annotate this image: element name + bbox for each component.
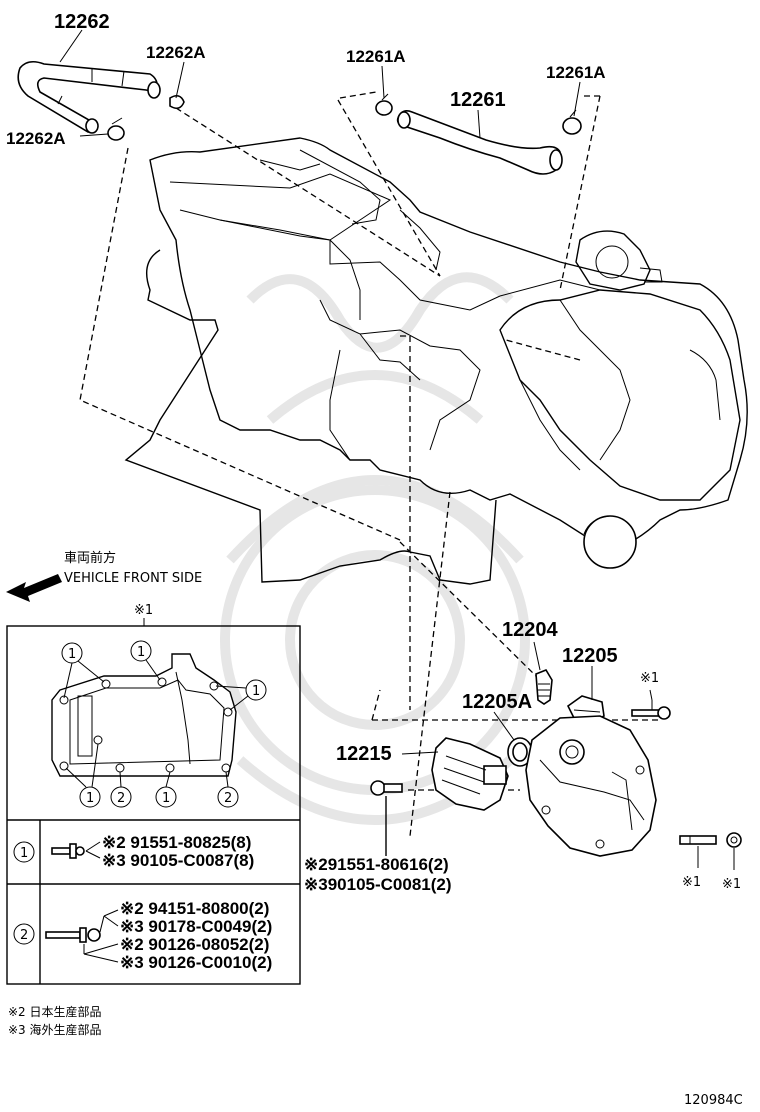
mark-1-bottom-left: ※1 xyxy=(682,875,701,890)
label-12262A-top: 12262A xyxy=(146,43,206,62)
label-12261: 12261 xyxy=(450,89,506,111)
sensor-12204 xyxy=(535,669,553,705)
label-leaders xyxy=(59,29,653,755)
row2-part-2: ※3 90178-C0049(2) xyxy=(120,917,272,936)
detail-title: ※1 xyxy=(134,603,153,618)
row2-part-4: ※3 90126-C0010(2) xyxy=(120,953,272,972)
vehicle-front-indicator: 車両前方 VEHICLE FRONT SIDE xyxy=(6,550,202,602)
label-12262A-left: 12262A xyxy=(6,129,66,148)
row1-part-2: ※3 90105-C0087(8) xyxy=(102,851,254,870)
bolt-note-line1: ※291551-80616(2) xyxy=(304,855,449,874)
label-12204: 12204 xyxy=(502,619,558,641)
label-12205: 12205 xyxy=(562,645,618,667)
label-12262: 12262 xyxy=(54,11,110,33)
mark-1-bottom-right: ※1 xyxy=(722,877,741,892)
row2-key: 2 xyxy=(20,928,28,943)
footnote-jp-production: ※2 日本生産部品 xyxy=(8,1004,102,1019)
callout-2-a: 2 xyxy=(117,791,125,806)
cover-12215 xyxy=(431,737,509,811)
stud-bottom xyxy=(679,835,717,868)
clamp-12261A-left xyxy=(375,93,393,116)
row2-key-circle xyxy=(13,923,35,945)
watermark-emblem xyxy=(220,272,530,825)
timing-cover xyxy=(525,715,657,857)
row1-key: 1 xyxy=(20,846,28,861)
nut-bottom xyxy=(726,832,742,870)
front-arrow-icon xyxy=(6,574,62,602)
clamp-12261A-right xyxy=(562,109,582,135)
row2-part-3: ※2 90126-08052(2) xyxy=(120,935,269,954)
clamp-12262A-left xyxy=(107,117,125,141)
illustration-code: 120984C xyxy=(684,1093,743,1108)
mark-1-top: ※1 xyxy=(640,671,659,686)
callout-1-b: 1 xyxy=(137,645,145,660)
label-12261A-left: 12261A xyxy=(346,47,406,66)
label-12205A: 12205A xyxy=(462,691,532,713)
detail-box: 1 1 1 1 2 1 2 1 ※2 91551-80825(8) ※3 901… xyxy=(6,618,301,985)
callout-1-c: 1 xyxy=(252,684,260,699)
bolt-front xyxy=(370,780,403,856)
callout-circles xyxy=(61,640,267,808)
bolt-flange-icon xyxy=(51,843,85,859)
callout-1-a: 1 xyxy=(68,647,76,662)
clamp-12262A-top xyxy=(169,94,185,110)
bolt-note-line2: ※390105-C0081(2) xyxy=(304,875,452,894)
hose-12262 xyxy=(17,60,161,134)
row1-key-circle xyxy=(13,841,35,863)
bolt-right xyxy=(631,700,671,720)
front-label-jp: 車両前方 xyxy=(64,550,116,566)
front-label-en: VEHICLE FRONT SIDE xyxy=(64,571,202,586)
footnote-overseas-production: ※3 海外生産部品 xyxy=(8,1022,102,1037)
engine-assembly xyxy=(124,137,748,585)
callout-1-d: 1 xyxy=(86,791,94,806)
label-12261A-right: 12261A xyxy=(546,63,606,82)
hose-12261 xyxy=(396,110,563,175)
dashed-leaders xyxy=(79,91,660,837)
row2-part-1: ※2 94151-80800(2) xyxy=(120,899,269,918)
label-12215: 12215 xyxy=(336,743,392,765)
callout-1-e: 1 xyxy=(162,791,170,806)
row1-part-1: ※2 91551-80825(8) xyxy=(102,833,251,852)
bolt-washer-icon xyxy=(45,927,101,943)
callout-2-b: 2 xyxy=(224,791,232,806)
